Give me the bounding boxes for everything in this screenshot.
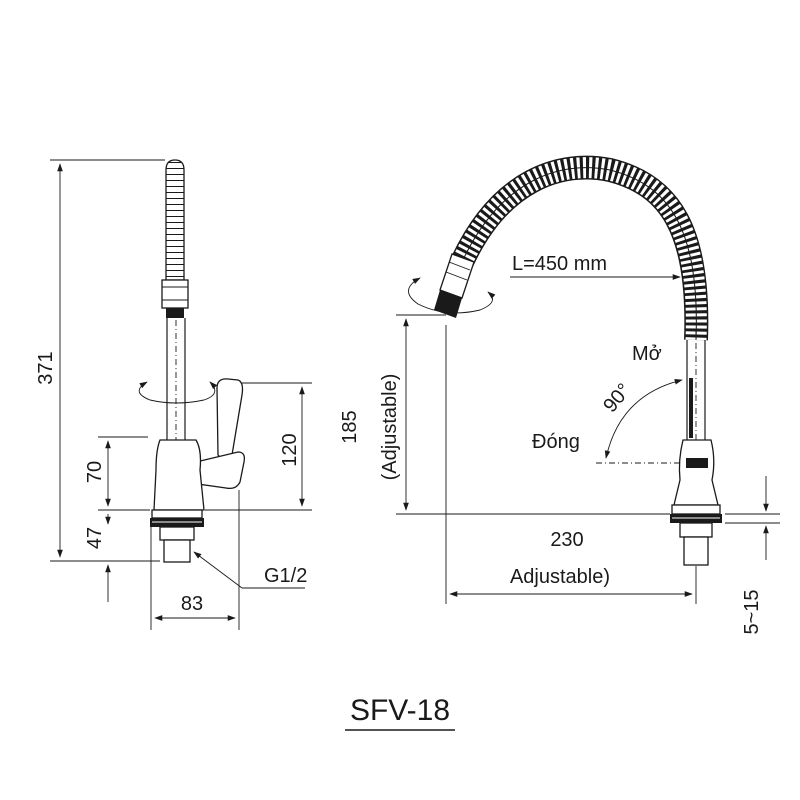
dim-5-15-label: 5~15 [741,589,763,634]
left-faucet-body [150,439,205,563]
left-rotation-arrow-icon [138,381,218,404]
dimension-body-height: 70 [84,436,150,511]
dim-70-label: 70 [84,461,106,483]
thread-callout: G1/2 [193,551,307,589]
right-spray-head [434,253,475,318]
dimension-base-height: 47 [84,514,111,602]
dimension-adjustable-height: 185 (Adjustable) [339,314,670,515]
right-flex-hose [451,155,709,341]
dimension-width: 83 [150,490,240,630]
dim-83-label: 83 [181,593,203,615]
hose-length-callout: L=450 mm [510,253,681,280]
left-flex-hose [161,159,189,318]
dim-120-label: 120 [279,433,301,466]
thread-label: G1/2 [264,565,307,587]
open-label: Mở [632,343,662,365]
dim-371-label: 371 [35,351,57,384]
dimension-handle-height: 120 [205,382,312,511]
dim-185-label: 185 [339,410,361,443]
closed-label: Đóng [532,431,580,453]
dimension-reach: 230 Adjustable) [445,325,697,604]
dim-230-note: Adjustable) [510,566,610,588]
dimension-total-height: 371 [35,159,165,562]
handle-angle-indicator: 90° Mở Đóng [532,343,683,464]
angle-label: 90° [599,379,635,416]
model-title-text: SFV-18 [350,694,450,727]
left-view: 371 70 47 120 83 [35,159,312,630]
right-rotation-arrow-icon [408,277,496,314]
right-faucet-body [670,439,722,566]
dim-47-label: 47 [84,527,106,549]
model-title: SFV-18 [345,694,455,731]
dimension-counter-thickness: 5~15 [725,476,780,635]
right-view: 90° Mở Đóng L=450 mm 185 (Adjustable) 23… [339,155,780,635]
dim-185-note: (Adjustable) [379,374,401,481]
hose-length-label: L=450 mm [512,253,607,275]
left-handle [195,378,246,490]
dim-230-label: 230 [550,529,583,551]
